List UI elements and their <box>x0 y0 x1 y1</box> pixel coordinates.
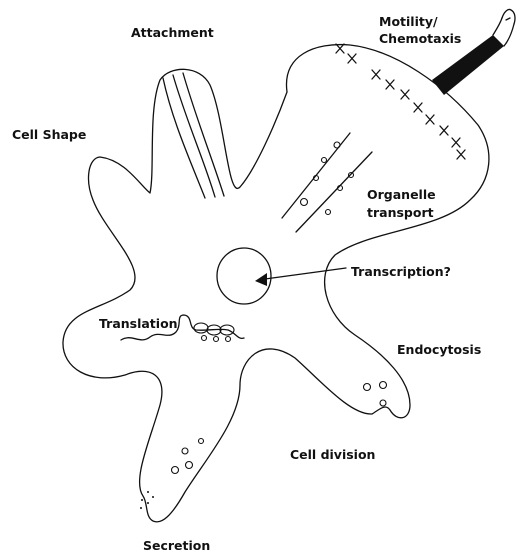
label-cell-division: Cell division <box>290 446 375 463</box>
ribosome-subunit <box>226 337 231 342</box>
secretory-vesicle <box>182 448 188 454</box>
label-attachment: Attachment <box>131 24 214 41</box>
secretion-droplet <box>140 507 142 509</box>
secretion-droplet <box>147 491 149 493</box>
endocytic-vesicle <box>380 382 387 389</box>
vesicle <box>334 142 340 148</box>
arrow-head <box>255 273 267 286</box>
vesicle <box>322 158 327 163</box>
vesicle <box>301 199 308 206</box>
secretory-vesicle <box>172 467 179 474</box>
label-translation: Translation <box>99 315 178 332</box>
secretory-vesicle <box>186 462 193 469</box>
cell-outline <box>63 45 489 522</box>
ribosome-subunit <box>214 337 219 342</box>
secretion-droplet <box>152 496 154 498</box>
label-cell-shape: Cell Shape <box>12 126 86 143</box>
label-transport: transport <box>367 204 434 221</box>
attachment-fiber <box>183 73 224 196</box>
label-motility: Motility/ <box>379 13 438 30</box>
endocytic-vesicle <box>380 400 386 406</box>
secretion-droplet <box>141 499 143 501</box>
secretion-droplet <box>147 502 149 504</box>
microtubule-track <box>296 152 372 232</box>
attachment-fiber <box>173 75 215 197</box>
hand-pointer-icon <box>432 9 515 95</box>
label-endocytosis: Endocytosis <box>397 341 481 358</box>
label-chemotaxis: Chemotaxis <box>379 30 461 47</box>
ribosome-subunit <box>202 336 207 341</box>
transcription-arrow <box>265 268 346 279</box>
attachment-fiber <box>163 78 205 198</box>
ribosome <box>194 323 208 333</box>
label-secretion: Secretion <box>143 537 210 554</box>
endocytic-vesicle <box>364 384 371 391</box>
label-organelle: Organelle <box>367 186 436 203</box>
label-transcription: Transcription? <box>351 263 451 280</box>
secretory-vesicle <box>199 439 204 444</box>
vesicle <box>326 210 331 215</box>
